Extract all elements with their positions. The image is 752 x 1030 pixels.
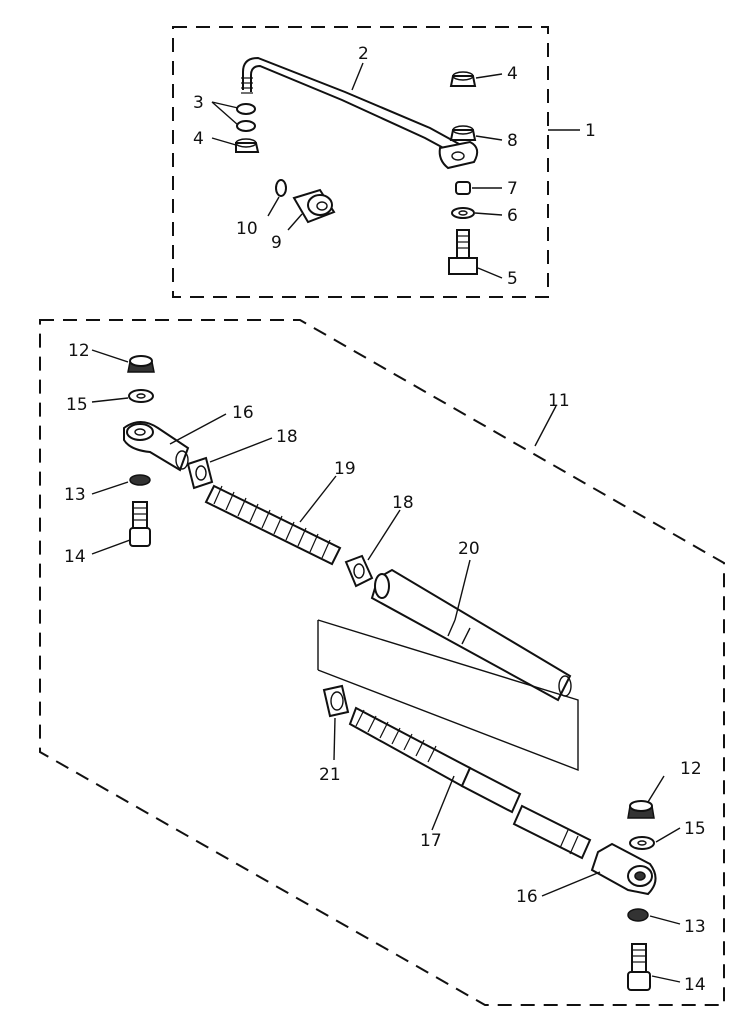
callout-14-lower: 14 bbox=[684, 975, 706, 995]
callout-4-right: 4 bbox=[507, 64, 518, 84]
part-5-bolt bbox=[448, 229, 478, 275]
part-12-nut-upper bbox=[127, 355, 155, 373]
callout-9: 9 bbox=[271, 233, 282, 253]
part-18-nut-upper bbox=[186, 456, 214, 490]
part-13-washer-upper bbox=[129, 474, 151, 486]
callout-17: 17 bbox=[420, 831, 442, 851]
part-21-nut bbox=[322, 684, 350, 718]
part-7-bushing bbox=[455, 181, 471, 195]
part-13-washer-lower bbox=[627, 908, 649, 922]
part-16-rod-end-lower bbox=[590, 842, 657, 896]
part-18-nut-lower bbox=[344, 554, 374, 588]
callout-3: 3 bbox=[193, 93, 204, 113]
part-10-oring bbox=[275, 179, 287, 197]
assembly-11-group bbox=[39, 319, 725, 1006]
callout-14-upper: 14 bbox=[64, 547, 86, 567]
callout-4-left: 4 bbox=[193, 129, 204, 149]
part-15-washer-lower bbox=[629, 836, 655, 850]
callout-5: 5 bbox=[507, 269, 518, 289]
assembly-11-boundary bbox=[39, 319, 725, 1006]
part-12-nut-lower bbox=[627, 800, 655, 819]
callout-18-upper: 18 bbox=[276, 427, 298, 447]
callout-19: 19 bbox=[334, 459, 356, 479]
callout-8: 8 bbox=[507, 131, 518, 151]
part-20-tube bbox=[370, 568, 572, 702]
callout-6: 6 bbox=[507, 206, 518, 226]
callout-1: 1 bbox=[585, 121, 596, 141]
callout-12-lower: 12 bbox=[680, 759, 702, 779]
callout-7: 7 bbox=[507, 179, 518, 199]
callout-13-upper: 13 bbox=[64, 485, 86, 505]
callout-10: 10 bbox=[236, 219, 258, 239]
part-9-sleeve-nut bbox=[292, 188, 336, 224]
assembly-1-boundary bbox=[172, 26, 549, 298]
callout-11: 11 bbox=[548, 391, 570, 411]
callout-16-upper: 16 bbox=[232, 403, 254, 423]
part-14-bolt-lower bbox=[627, 943, 651, 991]
callout-15-upper: 15 bbox=[66, 395, 88, 415]
callout-2: 2 bbox=[358, 44, 369, 64]
part-15-washer-upper bbox=[128, 389, 154, 403]
part-14-bolt-upper bbox=[129, 501, 151, 547]
part-3-washer-b bbox=[236, 120, 256, 132]
part-16-rod-end-upper bbox=[123, 421, 190, 472]
callout-12-upper: 12 bbox=[68, 341, 90, 361]
assembly-1-group bbox=[172, 26, 580, 298]
callout-18-lower: 18 bbox=[392, 493, 414, 513]
callout-20: 20 bbox=[458, 539, 480, 559]
part-6-washer bbox=[451, 207, 475, 219]
part-3-washer-a bbox=[236, 103, 256, 115]
part-2-rod bbox=[241, 56, 479, 170]
callout-21: 21 bbox=[319, 765, 341, 785]
part-17-threaded-rod bbox=[348, 706, 592, 860]
callout-16-lower: 16 bbox=[516, 887, 538, 907]
callout-15-lower: 15 bbox=[684, 819, 706, 839]
callout-labels: 2 3 4 4 8 1 7 6 5 10 9 11 12 15 16 18 13… bbox=[64, 44, 706, 995]
part-19-threaded-rod bbox=[204, 484, 342, 566]
callout-13-lower: 13 bbox=[684, 917, 706, 937]
